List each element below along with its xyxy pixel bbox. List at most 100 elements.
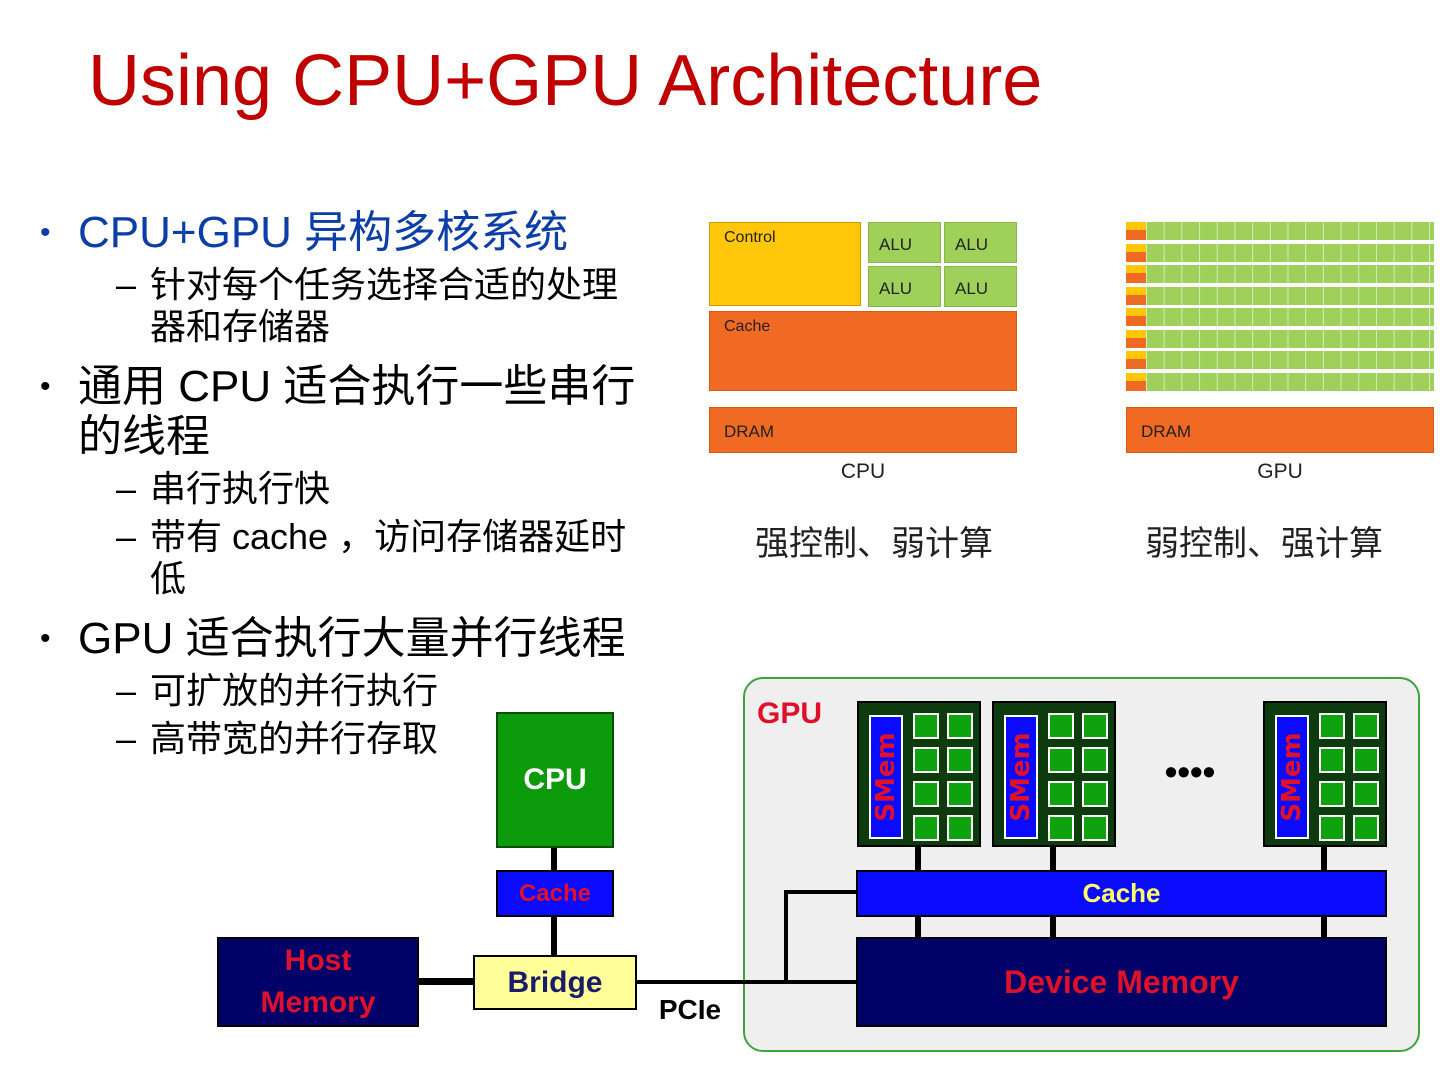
connector-line (551, 846, 557, 870)
gpu-alu-cells (1146, 287, 1434, 305)
bullet-text: 的线程 (78, 412, 210, 461)
sub-bullet: – 针对每个任务选择合适的处理 器和存储器 (40, 264, 700, 348)
bullet-cpu-gpu-heterogeneous: • CPU+GPU 异构多核系统 (40, 208, 700, 258)
sub-bullet: – 高带宽的并行存取 (40, 718, 700, 760)
alu-block: ALU (944, 266, 1017, 307)
sm-core (1048, 713, 1074, 739)
dash-icon: – (116, 264, 137, 305)
sub-bullet-text: 带有 cache ，访问存储器延时 (150, 516, 627, 557)
sub-bullet-text: 针对每个任务选择合适的处理 (150, 264, 619, 305)
connector-line (784, 890, 788, 982)
dram-block: DRAM (709, 407, 1017, 453)
gpu-alu-cells (1146, 308, 1434, 326)
sm-core (1353, 713, 1379, 739)
connector-line (915, 916, 921, 938)
gpu-control-cell (1126, 351, 1146, 369)
dash-icon: – (116, 516, 137, 557)
gpu-control-cell (1126, 330, 1146, 348)
sub-bullet-text: 高带宽的并行存取 (150, 718, 439, 759)
alu-block: ALU (868, 266, 941, 307)
bullet-list: • CPU+GPU 异构多核系统 – 针对每个任务选择合适的处理 器和存储器 •… (40, 208, 700, 766)
sm-core (1048, 815, 1074, 841)
connector-line (1321, 916, 1327, 938)
pcie-line (636, 980, 858, 984)
gpu-core-row (1126, 244, 1434, 262)
sm-core (1353, 747, 1379, 773)
smem-box: SMem (1275, 715, 1309, 839)
gpu-core-row (1126, 287, 1434, 305)
sm-core (947, 747, 973, 773)
connector-line (551, 916, 557, 956)
bridge-box: Bridge (473, 955, 637, 1010)
smem-box: SMem (1004, 715, 1038, 839)
gpu-control-cell (1126, 287, 1146, 305)
sm-core (913, 713, 939, 739)
smem-label: SMem (1006, 732, 1036, 822)
gpu-enclosure-label: GPU (757, 697, 823, 730)
bullet-text: GPU 适合执行大量并行线程 (78, 614, 626, 663)
gpu-core-row (1126, 308, 1434, 326)
gpu-control-cell (1126, 222, 1146, 240)
gpu-core-row (1126, 265, 1434, 283)
bullet-general-cpu: • 通用 CPU 适合执行一些串行 的线程 (40, 362, 700, 462)
dash-icon: – (116, 670, 137, 711)
sm-core (1319, 781, 1345, 807)
sm-core (913, 747, 939, 773)
gpu-core-row (1126, 373, 1434, 391)
sm-core (1082, 815, 1108, 841)
gpu-alu-cells (1146, 330, 1434, 348)
connector-line (784, 890, 858, 894)
sm-core (1048, 747, 1074, 773)
bullet-dot-icon: • (40, 622, 51, 655)
sm-core (1319, 747, 1345, 773)
gpu-alu-cells (1146, 244, 1434, 262)
cpu-arch-label: CPU (840, 460, 886, 483)
gpu-arch-label: GPU (1257, 460, 1303, 483)
sm-core (947, 713, 973, 739)
gpu-caption: 弱控制、强计算 (1145, 524, 1383, 564)
gpu-cache-box: Cache (856, 870, 1387, 917)
sm-core (913, 781, 939, 807)
sm-core (1082, 747, 1108, 773)
sub-bullet-text: 器和存储器 (150, 306, 331, 347)
connector-line (1050, 916, 1056, 938)
cpu-cache-box: Cache (496, 870, 614, 917)
bullet-text: CPU+GPU 异构多核系统 (78, 208, 569, 257)
dram-block: DRAM (1126, 407, 1434, 453)
connector-line (1321, 846, 1327, 870)
bullet-dot-icon: • (40, 216, 51, 249)
gpu-control-cell (1126, 265, 1146, 283)
gpu-alu-cells (1146, 373, 1434, 391)
smem-label: SMem (1277, 732, 1307, 822)
cache-block: Cache (709, 311, 1017, 391)
host-memory-label: Memory (260, 986, 376, 1019)
sm-core (947, 815, 973, 841)
gpu-control-cell (1126, 373, 1146, 391)
ellipsis-dots: •••• (1164, 751, 1216, 792)
gpu-core-row (1126, 330, 1434, 348)
sub-bullet-text: 低 (150, 558, 187, 599)
gpu-control-cell (1126, 244, 1146, 262)
sm-core (1082, 781, 1108, 807)
sub-bullet-text: 可扩放的并行执行 (150, 670, 439, 711)
sm-block: SMem (992, 701, 1116, 847)
bullet-dot-icon: • (40, 370, 51, 403)
device-memory-box: Device Memory (856, 937, 1387, 1027)
alu-block: ALU (868, 222, 941, 263)
dash-icon: – (116, 468, 137, 509)
smem-label: SMem (871, 732, 901, 822)
sm-core (947, 781, 973, 807)
gpu-alu-cells (1146, 265, 1434, 283)
dash-icon: – (116, 718, 137, 759)
slide-title: Using CPU+GPU Architecture (88, 41, 1043, 121)
sub-bullet: – 带有 cache ，访问存储器延时 低 (40, 516, 700, 600)
sm-core (1353, 815, 1379, 841)
alu-block: ALU (944, 222, 1017, 263)
pcie-label: PCIe (658, 994, 722, 1025)
bullet-gpu: • GPU 适合执行大量并行线程 (40, 614, 700, 664)
sm-core (1353, 781, 1379, 807)
bullet-text: 通用 CPU 适合执行一些串行 (78, 362, 636, 411)
sm-core (1319, 815, 1345, 841)
gpu-core-row (1126, 222, 1434, 240)
gpu-control-cell (1126, 308, 1146, 326)
